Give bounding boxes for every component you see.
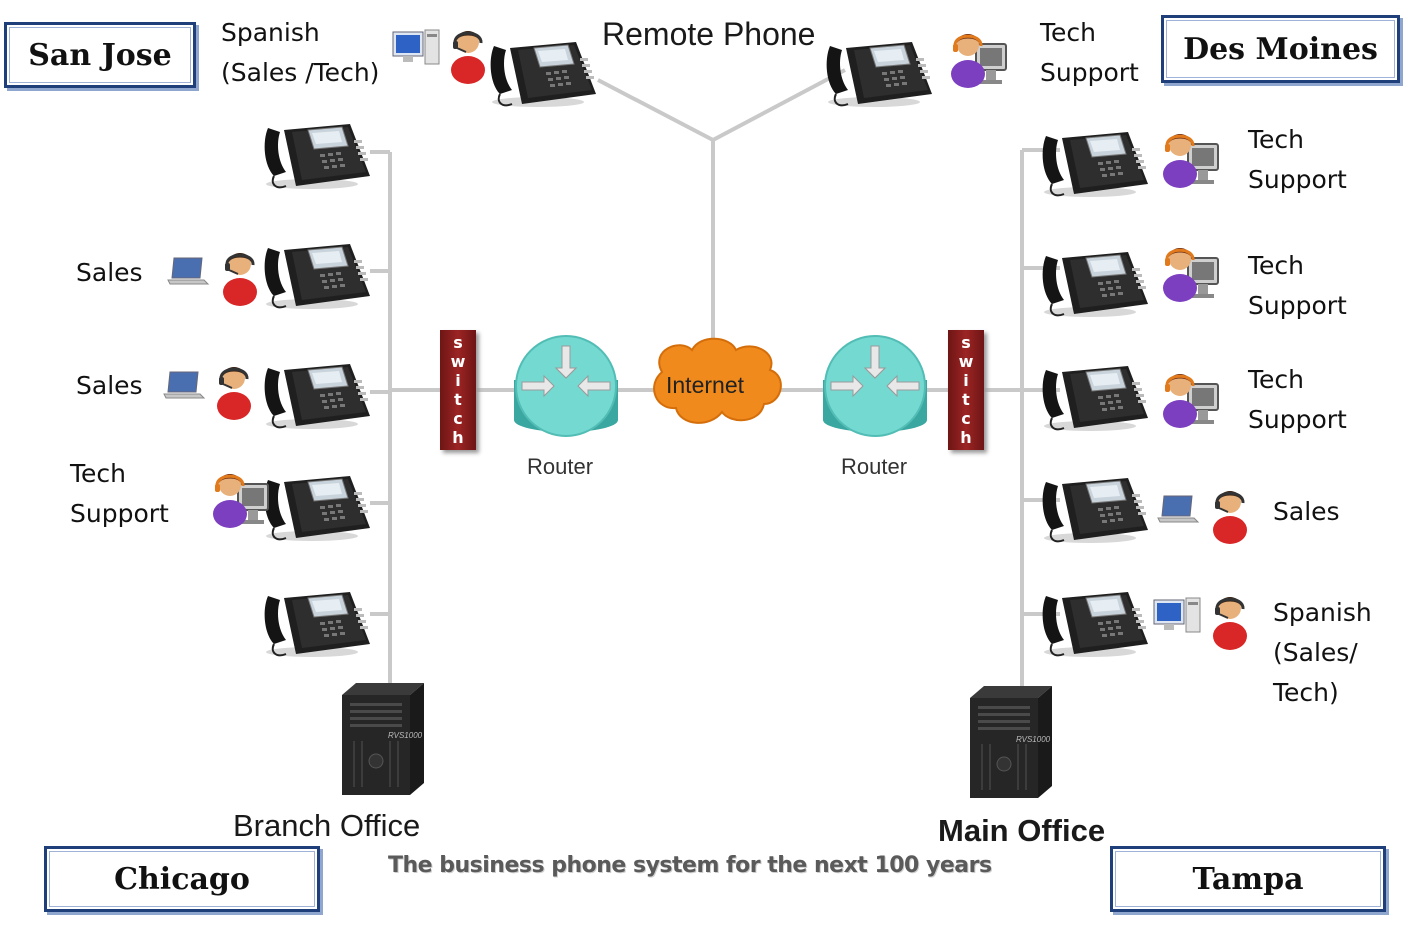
router-right-icon	[822, 335, 928, 437]
city-box-des-moines: Des Moines	[1161, 15, 1400, 83]
laptop-icon	[1157, 495, 1199, 523]
support-agent-icon	[1161, 372, 1220, 430]
agent-icon	[215, 365, 253, 422]
city-box-san-jose: San Jose	[4, 22, 196, 88]
support-agent-icon	[211, 472, 270, 530]
city-box-chicago: Chicago	[44, 846, 320, 912]
desktop-computer-icon	[392, 29, 440, 65]
laptop-icon	[167, 257, 209, 285]
internet-cloud-icon	[653, 337, 782, 424]
switch-letter: s	[453, 333, 463, 352]
branch-office-title: Branch Office	[233, 808, 421, 843]
support-agent-icon	[1161, 246, 1220, 304]
remote-left-label: Spanish(Sales /Tech)	[221, 18, 380, 87]
branch-phone-2-icon	[263, 243, 371, 310]
internet-label: Internet	[666, 372, 744, 398]
main-phone-3-icon	[1041, 365, 1149, 432]
support-agent-icon	[1161, 132, 1220, 190]
switch-letter: w	[450, 352, 466, 371]
switch-letter: h	[452, 428, 464, 447]
desktop-computer-icon	[1153, 597, 1201, 633]
switch-letter: t	[962, 390, 970, 409]
agent-icon	[1211, 595, 1249, 652]
main-office-title: Main Office	[938, 813, 1106, 848]
main-server-label: RVS1000	[1016, 735, 1051, 744]
branch-phone-3-icon	[263, 363, 371, 430]
remote-phone-title: Remote Phone	[602, 16, 816, 52]
main-phone-5-icon	[1041, 591, 1149, 658]
main-station-5-label: Spanish(Sales/Tech)	[1273, 598, 1372, 707]
main-phone-2-icon	[1041, 251, 1149, 318]
remote-phone-left-icon	[489, 41, 597, 108]
remote-phone-right-icon	[825, 41, 933, 108]
city-box-tampa: Tampa	[1110, 846, 1386, 912]
main-phone-1-icon	[1041, 131, 1149, 198]
laptop-icon	[163, 371, 205, 399]
support-agent-icon	[949, 32, 1008, 90]
agent-icon	[449, 29, 487, 86]
branch-phone-5-icon	[263, 591, 371, 658]
branch-phone-4-icon	[263, 475, 371, 542]
router-right-label: Router	[841, 454, 908, 479]
branch-server-label: RVS1000	[388, 731, 423, 740]
router-left-label: Router	[527, 454, 594, 479]
switch-letter: i	[455, 371, 461, 390]
switch-letter: i	[963, 371, 969, 390]
agent-icon	[1211, 489, 1249, 546]
switch-letter: h	[960, 428, 972, 447]
switch-letter: t	[454, 390, 462, 409]
switch-letter: s	[961, 333, 971, 352]
router-left-icon	[513, 335, 619, 437]
switch-letter: w	[958, 352, 974, 371]
main-phone-4-icon	[1041, 477, 1149, 544]
branch-phone-1-icon	[263, 123, 371, 190]
switch-letter: c	[453, 409, 463, 428]
branch-station-2-label: Sales	[76, 258, 143, 287]
agent-icon	[221, 251, 259, 308]
tagline: The business phone system for the next 1…	[388, 853, 992, 878]
branch-station-3-label: Sales	[76, 371, 143, 400]
main-station-4-label: Sales	[1273, 497, 1340, 526]
switch-letter: c	[961, 409, 971, 428]
